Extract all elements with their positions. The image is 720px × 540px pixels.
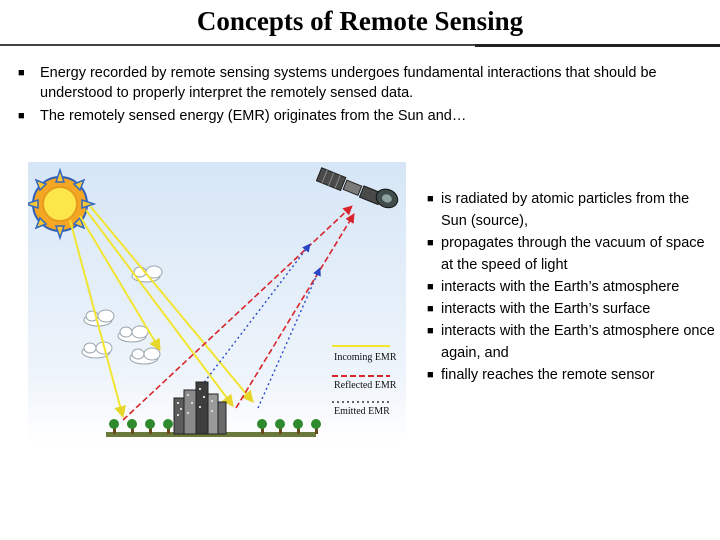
tree-icon	[257, 419, 267, 434]
legend-emitted-label: Emitted EMR	[334, 406, 390, 417]
emr-step-text: interacts with the Earth’s surface	[441, 301, 651, 317]
emr-step-text: interacts with the Earth’s atmosphere	[441, 279, 680, 295]
incoming-ray	[89, 205, 254, 403]
building	[217, 401, 227, 435]
tree-icon	[145, 419, 155, 434]
building	[183, 389, 197, 435]
emr-step-text: finally reaches the remote sensor	[441, 367, 655, 383]
tree-icon	[163, 419, 173, 434]
slide-title: Concepts of Remote Sensing	[196, 6, 524, 36]
tree-group-right	[257, 419, 321, 434]
intro-bullet: ■ The remotely sensed energy (EMR) origi…	[18, 106, 708, 126]
emr-step: ■ interacts with the Earth’s atmosphere	[427, 276, 717, 298]
square-bullet-icon: ■	[427, 369, 434, 381]
sun-icon	[28, 167, 97, 241]
incoming-emr-rays	[69, 205, 254, 419]
cloud-icon	[83, 309, 115, 327]
city-buildings	[173, 381, 227, 435]
title-divider-thick	[475, 44, 720, 47]
tree-group-left	[109, 419, 173, 434]
emitted-ray	[257, 267, 321, 409]
incoming-ray	[85, 209, 234, 407]
tree-icon	[109, 419, 119, 434]
diagram-legend: Incoming EMR Reflected EMR Emitted EMR	[332, 345, 397, 417]
legend-reflected-label: Reflected EMR	[334, 380, 397, 391]
building	[195, 381, 209, 435]
square-bullet-icon: ■	[18, 67, 25, 79]
intro-bullet-text: Energy recorded by remote sensing system…	[40, 65, 657, 101]
title-divider-thin	[0, 44, 475, 46]
emr-step: ■ interacts with the Earth’s atmosphere o…	[427, 320, 717, 364]
tree-icon	[293, 419, 303, 434]
intro-bullet-list: ■ Energy recorded by remote sensing syst…	[18, 63, 708, 129]
cloud-group	[81, 265, 163, 365]
reflected-ray	[235, 213, 355, 409]
cloud-icon	[117, 325, 149, 343]
reflected-ray	[122, 205, 353, 421]
square-bullet-icon: ■	[427, 325, 434, 337]
emitted-emr-rays	[182, 243, 321, 411]
emr-step: ■ is radiated by atomic particles from th…	[427, 188, 717, 232]
square-bullet-icon: ■	[427, 237, 434, 249]
emr-step: ■ propagates through the vacuum of space …	[427, 232, 717, 276]
legend-incoming-label: Incoming EMR	[334, 352, 397, 363]
tree-icon	[311, 419, 321, 434]
incoming-ray	[79, 215, 161, 352]
intro-bullet-text: The remotely sensed energy (EMR) origina…	[40, 108, 467, 124]
emr-step: ■ interacts with the Earth’s surface	[427, 298, 717, 320]
square-bullet-icon: ■	[427, 303, 434, 315]
square-bullet-icon: ■	[18, 110, 25, 122]
emr-step-text: propagates through the vacuum of space a…	[441, 235, 705, 273]
square-bullet-icon: ■	[427, 193, 434, 205]
emr-step-text: interacts with the Earth’s atmosphere on…	[441, 323, 715, 361]
remote-sensing-diagram: Incoming EMR Reflected EMR Emitted EMR	[28, 162, 406, 444]
emr-step-text: is radiated by atomic particles from the…	[441, 191, 690, 229]
incoming-ray	[69, 219, 126, 419]
tree-icon	[127, 419, 137, 434]
reflected-emr-rays	[122, 205, 355, 421]
emr-steps-list: ■ is radiated by atomic particles from th…	[427, 188, 717, 386]
tree-icon	[275, 419, 285, 434]
square-bullet-icon: ■	[427, 281, 434, 293]
emr-step: ■ finally reaches the remote sensor	[427, 364, 717, 386]
intro-bullet: ■ Energy recorded by remote sensing syst…	[18, 63, 708, 103]
satellite-icon	[315, 167, 399, 209]
cloud-icon	[129, 347, 161, 365]
